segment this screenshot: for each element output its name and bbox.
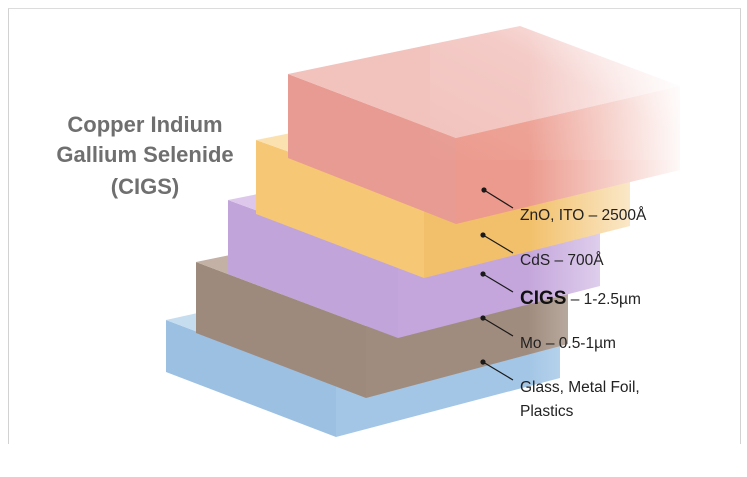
layer-stack (166, 20, 700, 445)
layer-substrate-front (166, 320, 336, 437)
label-zno: ZnO, ITO – 2500Å (520, 207, 647, 224)
title-line-3: (CIGS) (111, 174, 179, 199)
layer-labels: ZnO, ITO – 2500Å CdS – 700Å CIGS – 1-2.5… (520, 207, 647, 420)
leader-cds (480, 232, 514, 254)
diagram-title: Copper Indium Gallium Selenide (CIGS) (56, 112, 233, 199)
figure-frame (8, 8, 741, 444)
leader-cigs (480, 271, 514, 293)
label-cigs: CIGS – 1-2.5µm (520, 288, 641, 309)
label-substrate-line-1: Glass, Metal Foil, (520, 379, 640, 396)
layer-mo-front (196, 262, 366, 398)
leader-lines (480, 187, 514, 381)
label-substrate-line-2: Plastics (520, 403, 574, 420)
title-line-1: Copper Indium (67, 112, 222, 137)
label-cds: CdS – 700Å (520, 252, 604, 269)
leader-zno (481, 187, 514, 209)
label-cigs-thickness: – 1-2.5µm (566, 291, 640, 308)
leader-substrate (480, 359, 514, 381)
label-mo: Mo – 0.5-1µm (520, 335, 616, 352)
leader-mo (480, 315, 514, 337)
title-line-2: Gallium Selenide (56, 142, 233, 167)
stack-fade-overlay-top (430, 20, 700, 160)
label-cigs-name: CIGS (520, 288, 566, 309)
